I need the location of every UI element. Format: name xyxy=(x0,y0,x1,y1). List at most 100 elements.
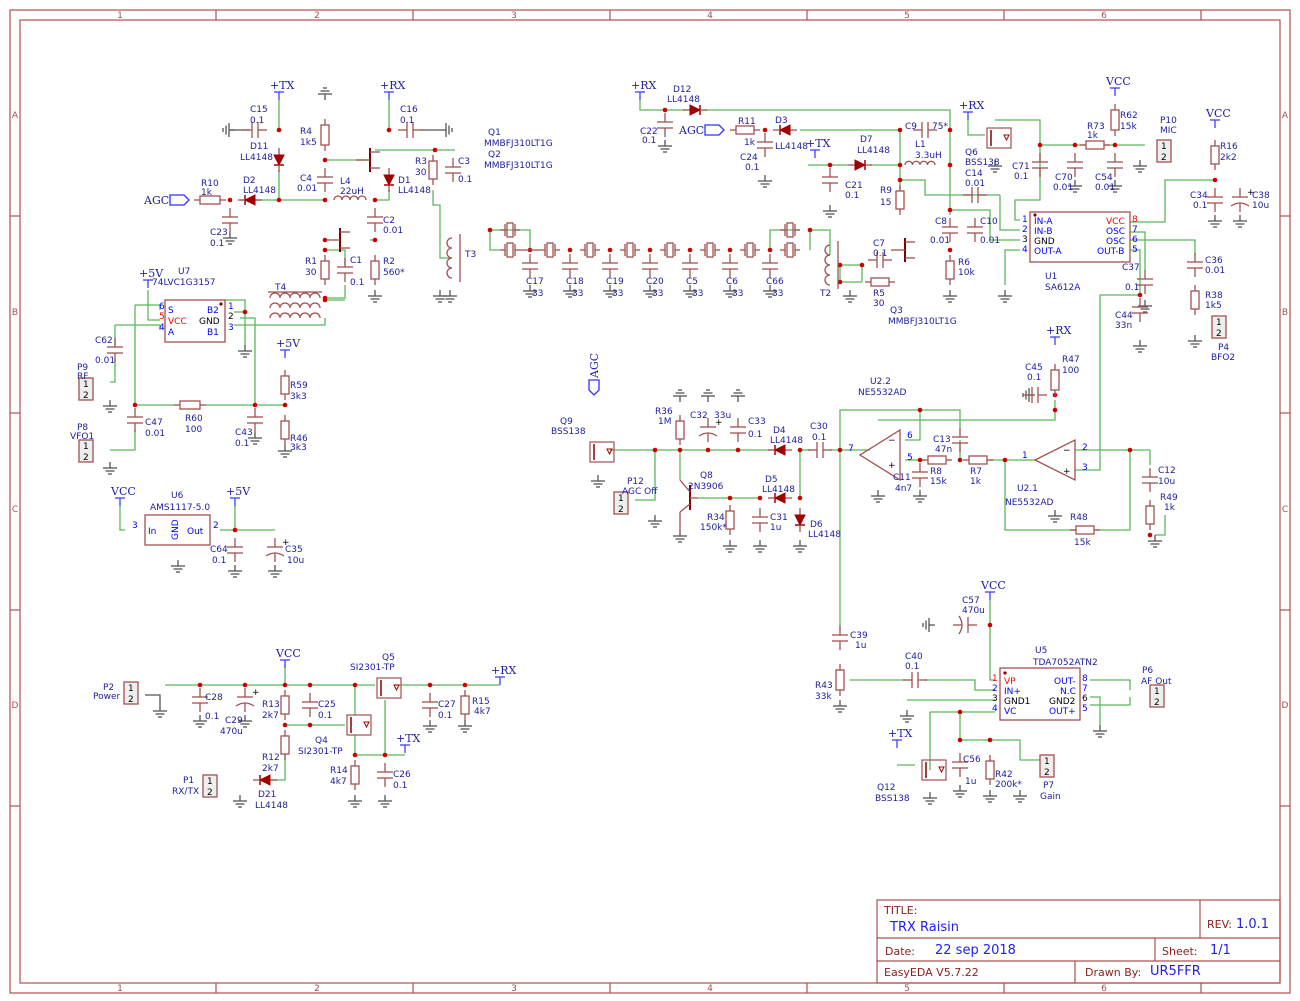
ground-icon xyxy=(871,490,885,503)
u5-pin-vc: VC xyxy=(1004,707,1016,717)
r15-ref: R15 xyxy=(472,697,490,707)
rev-value: 1.0.1 xyxy=(1236,917,1269,932)
connector-pin-2: 2 xyxy=(1044,768,1050,778)
capacitor-icon xyxy=(682,254,698,278)
junction-dot xyxy=(987,737,993,743)
q5-value: SI2301-TP xyxy=(350,663,395,673)
u1-pin-osc-6: OSC xyxy=(1106,237,1125,247)
junction-dot xyxy=(837,279,843,285)
diode-icon xyxy=(253,774,277,786)
q9-ref: Q9 xyxy=(560,417,573,427)
u1-ref: U1 xyxy=(1045,272,1057,282)
junction-dot xyxy=(727,247,733,253)
connector-p1: 12 xyxy=(202,774,218,798)
opamp-u2-2: − + 6 5 7 U2.2 NE5532AD xyxy=(848,377,913,482)
resistor-icon xyxy=(428,160,438,180)
grid-col-4: 4 xyxy=(707,11,713,21)
xtal-cap-ref: C66 xyxy=(766,277,784,287)
c25-value: 0.1 xyxy=(318,711,332,721)
c1-ref: C1 xyxy=(350,256,362,266)
xtal-cap-ref: C5 xyxy=(686,277,698,287)
u2-2-pin-7: 7 xyxy=(848,444,854,454)
tx-flag-4-label: +TX xyxy=(396,732,421,745)
d3-value: LL4148 xyxy=(775,142,808,152)
diode-icon xyxy=(768,444,792,456)
p7-value: Gain xyxy=(1040,792,1061,802)
r46-ref: R46 xyxy=(290,434,308,444)
junction-dot xyxy=(897,177,903,183)
vcc-flag-5-label: VCC xyxy=(275,647,301,660)
capacitor-icon xyxy=(302,693,318,717)
u2-2-value: NE5532AD xyxy=(858,388,906,398)
c9-ref: C9 xyxy=(905,122,917,132)
xtal-cap-ref: C6 xyxy=(726,277,738,287)
xtal-cap-value: 33 xyxy=(652,289,663,299)
resistor-icon xyxy=(735,125,755,135)
d12-ref: D12 xyxy=(673,85,691,95)
ground-icon xyxy=(443,290,457,303)
junction-dot xyxy=(322,297,328,303)
capacitor-icon xyxy=(247,408,263,432)
resistor-icon xyxy=(1190,290,1200,310)
capacitor-icon xyxy=(337,258,353,282)
ground-icon xyxy=(833,700,847,713)
grid-row-d: D xyxy=(12,701,19,711)
junction-dot xyxy=(352,752,358,758)
c44-value: 33n xyxy=(1115,321,1132,331)
u7-value: 74LVC1G3157 xyxy=(152,278,216,288)
title-block: TITLE: TRX Raisin REV: 1.0.1 Date: 22 se… xyxy=(876,899,1281,984)
c71-value: 0.1 xyxy=(1014,172,1028,182)
u1-pin-num-3: 3 xyxy=(1022,235,1028,245)
resistor-icon xyxy=(1110,109,1120,131)
d11-value: LL4148 xyxy=(240,153,273,163)
junction-dot xyxy=(897,162,903,168)
ground-icon xyxy=(673,530,687,543)
diode-icon xyxy=(683,104,707,116)
c35-ref: C35 xyxy=(285,545,303,555)
resistor-icon xyxy=(1210,145,1220,165)
junction-dot xyxy=(197,682,203,688)
junction-dot xyxy=(767,247,773,253)
r59-value: 3k3 xyxy=(290,392,307,402)
q6-ref: Q6 xyxy=(965,148,978,158)
u2-1-value: NE5532AD xyxy=(1005,498,1053,508)
capacitor-icon xyxy=(1137,270,1153,294)
connector-p12: 12 xyxy=(613,491,629,515)
connector-pin-2: 2 xyxy=(83,391,89,401)
c8-value: 0.01 xyxy=(930,236,950,246)
junction-dot xyxy=(1037,142,1043,148)
u1-pin-osc-7: OSC xyxy=(1106,227,1125,237)
p1-ref: P1 xyxy=(183,776,194,786)
v5-flag-3: +5V xyxy=(226,485,251,506)
junction-dot xyxy=(735,447,741,453)
polarity-mark: + xyxy=(252,688,260,698)
t4-ref: T4 xyxy=(274,283,286,293)
junction-dot xyxy=(837,262,843,268)
drawn-by-label: Drawn By: xyxy=(1085,966,1141,979)
junction-dot xyxy=(307,682,313,688)
c56-value: 1u xyxy=(965,777,976,787)
junction-dot xyxy=(762,127,768,133)
date-label: Date: xyxy=(885,945,915,958)
resistor-icon xyxy=(968,455,988,465)
junction-dot xyxy=(1127,447,1133,453)
connector-p4: 12 xyxy=(1211,315,1227,339)
capacitor-icon xyxy=(832,626,848,650)
capacitor-icon xyxy=(317,168,333,192)
junction-dot xyxy=(957,737,963,743)
u2-2-plus: + xyxy=(888,461,896,471)
rx-flag-3: +RX xyxy=(959,99,984,120)
resistor-icon xyxy=(675,420,685,440)
junction-dot xyxy=(322,247,328,253)
u7-pin-b1: B1 xyxy=(207,328,219,338)
capacitor-icon xyxy=(522,254,538,278)
r43-ref: R43 xyxy=(815,681,833,691)
r8-value: 15k xyxy=(930,477,947,487)
vcc-flag-4: VCC xyxy=(980,579,1006,600)
u5-pin-num-1: 1 xyxy=(992,674,998,684)
vcc-flag-3: VCC xyxy=(110,485,136,506)
junction-dot xyxy=(957,709,963,715)
junction-dot xyxy=(252,402,258,408)
u1-pin-num-1: 1 xyxy=(1022,215,1028,225)
